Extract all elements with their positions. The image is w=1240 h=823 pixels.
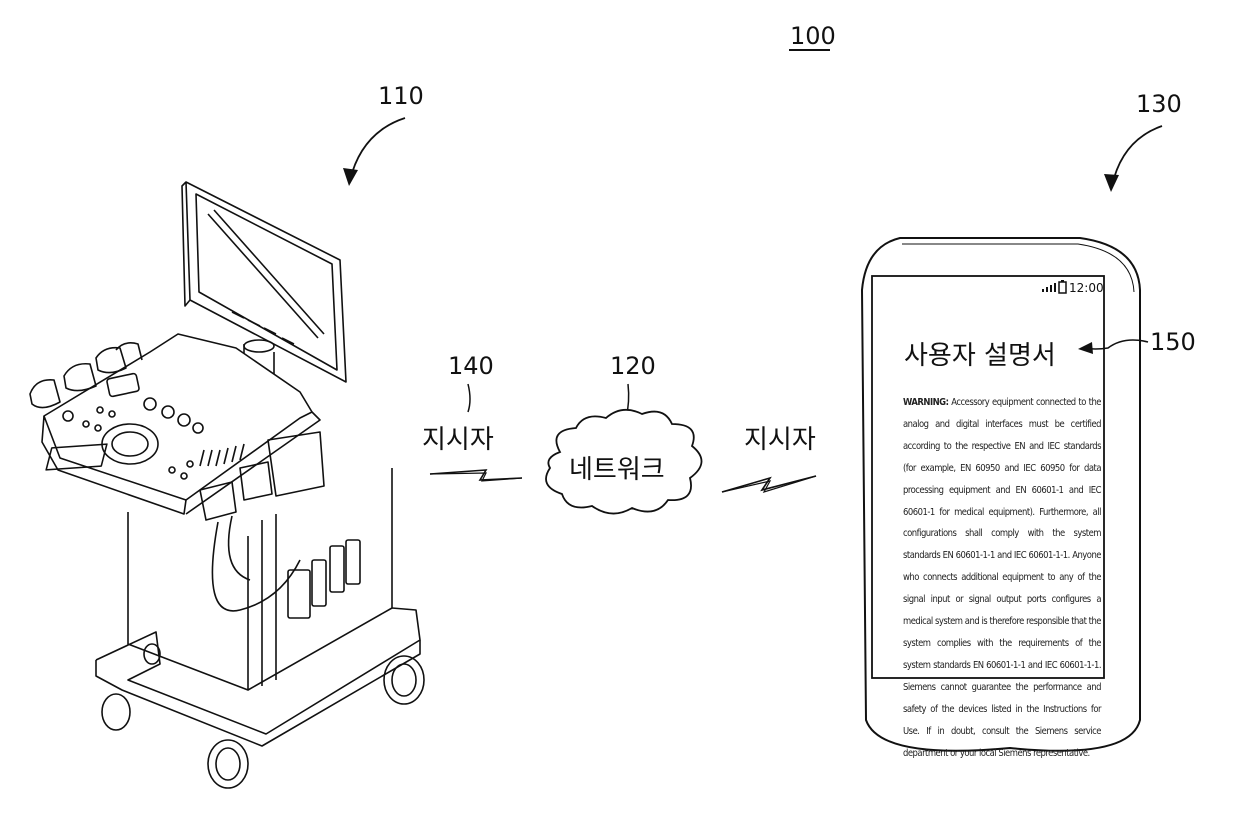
cart-body bbox=[128, 468, 392, 690]
ultrasound-device bbox=[30, 182, 424, 788]
system-number: 100 bbox=[790, 22, 836, 50]
ultrasound-device-number: 110 bbox=[378, 82, 424, 110]
network-label: 120 bbox=[610, 352, 656, 418]
manual-title: 사용자 설명서 bbox=[904, 341, 1056, 371]
control-panel bbox=[30, 334, 324, 520]
manual-warning-text: WARNING: Accessory equipment connected t… bbox=[903, 392, 1101, 764]
arrow-icon bbox=[1104, 174, 1119, 192]
warning-body: Accessory equipment connected to the ana… bbox=[903, 397, 1101, 759]
network-number: 120 bbox=[610, 352, 656, 380]
arrow-icon bbox=[343, 168, 358, 186]
warning-label: WARNING: bbox=[903, 397, 948, 408]
signal-strength-icon bbox=[1042, 289, 1044, 292]
system-label: 100 bbox=[789, 22, 836, 50]
network-text: 네트워크 bbox=[569, 455, 665, 485]
mobile-device-number: 130 bbox=[1136, 90, 1182, 118]
cart-base bbox=[96, 608, 424, 788]
ultrasound-device-label: 110 bbox=[343, 82, 424, 186]
signal-left-number: 140 bbox=[448, 352, 494, 380]
manual-number: 150 bbox=[1150, 328, 1196, 356]
network-cloud: 네트워크 bbox=[546, 410, 702, 514]
signal-right-text: 지시자 bbox=[744, 425, 816, 455]
signal-left-text: 지시자 bbox=[422, 425, 494, 455]
mobile-device-label: 130 bbox=[1104, 90, 1182, 192]
status-time: 12:00 bbox=[1069, 281, 1104, 295]
signal-left-label: 140 지시자 bbox=[422, 352, 494, 455]
